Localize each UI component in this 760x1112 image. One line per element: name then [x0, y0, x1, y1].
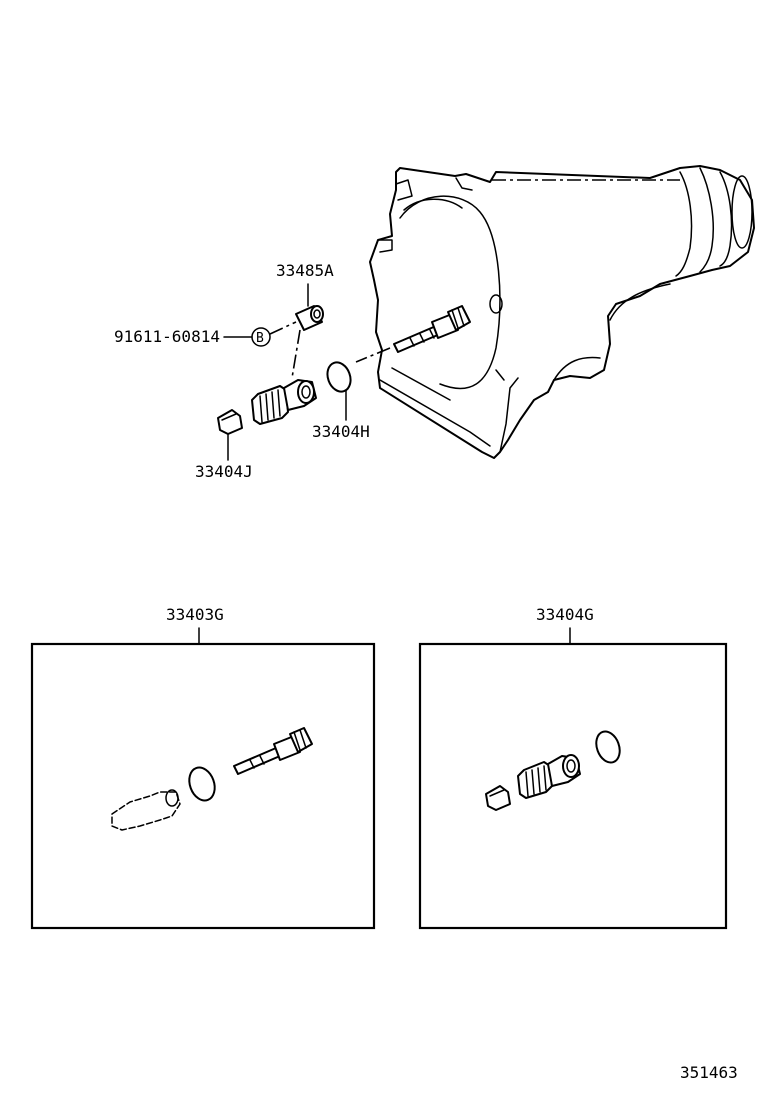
- assembly-line-sleeve: [291, 329, 301, 379]
- marker-b-circle: [251, 327, 271, 347]
- label-33404g: 33404G: [536, 605, 594, 624]
- sleeve-33485a: [295, 305, 324, 331]
- kit-33404g-contents: [485, 730, 621, 811]
- transmission-housing: [369, 165, 755, 459]
- kit-33403g-contents: [111, 727, 313, 831]
- label-33403g: 33403G: [166, 605, 224, 624]
- label-91611-60814: 91611-60814: [114, 327, 220, 346]
- bolt-assembly-line: [269, 321, 297, 335]
- assembly-line-shaft: [355, 347, 391, 363]
- label-33404h: 33404H: [312, 422, 370, 441]
- driven-gear-shaft: [393, 305, 471, 353]
- o-ring-33404h: [326, 361, 352, 393]
- retainer-33404j: [217, 409, 243, 435]
- kit-33404g-box: [418, 642, 728, 930]
- driven-gear-sleeve-body: [251, 379, 317, 425]
- kit-33403g-box: [30, 642, 376, 930]
- label-33404j: 33404J: [195, 462, 253, 481]
- marker-b-letter: B: [256, 331, 264, 346]
- figure-number: 351463: [680, 1063, 738, 1082]
- label-33485a: 33485A: [276, 261, 334, 280]
